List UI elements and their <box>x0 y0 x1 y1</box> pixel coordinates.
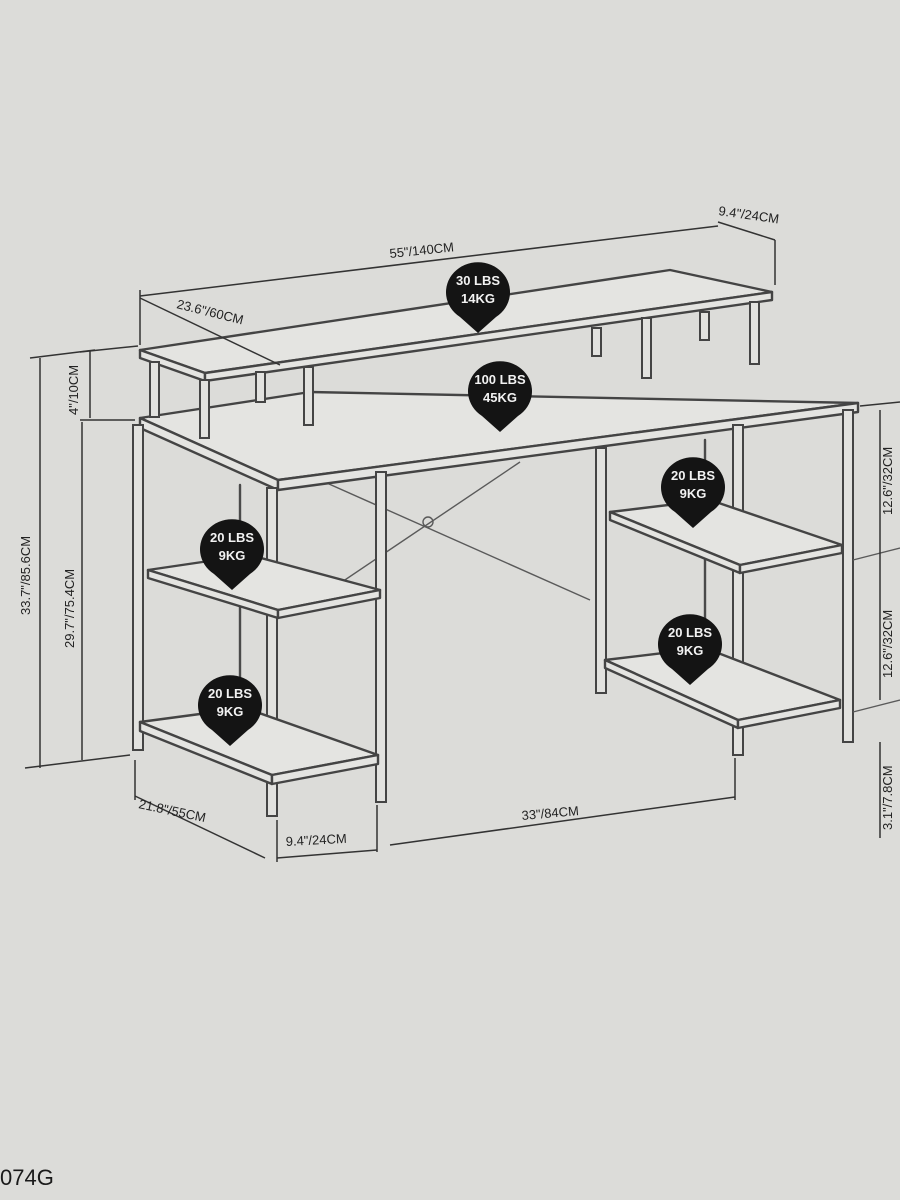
weight-badge-desktop: 100 LBS 45KG <box>468 361 532 432</box>
weight-badge-icon <box>661 457 725 528</box>
total-width-label: 55"/140CM <box>389 239 455 261</box>
monitor-depth-label: 9.4"/24CM <box>718 203 780 226</box>
right-lower-shelf-label: 12.6"/32CM <box>880 610 895 678</box>
weight-badge-icon <box>446 262 510 333</box>
weight-badge-left-upper: 20 LBS 9KG <box>200 519 264 590</box>
weight-badge-lbs: 30 LBS <box>456 273 500 288</box>
weight-badge-lbs: 100 LBS <box>474 372 526 387</box>
dimension-lines <box>24 221 900 862</box>
model-code: 074G <box>0 1165 54 1190</box>
total-height-label: 33.7"/85.6CM <box>18 536 33 615</box>
legroom-width-label: 33"/84CM <box>521 803 579 823</box>
right-upper-shelf-label: 12.6"/32CM <box>880 447 895 515</box>
weight-badge-kg: 14KG <box>461 291 495 306</box>
weight-badge-icon <box>468 361 532 432</box>
left-shelf-width-label: 9.4"/24CM <box>285 831 347 849</box>
weight-badge-icon <box>198 675 262 746</box>
weight-badge-lbs: 20 LBS <box>210 530 254 545</box>
weight-badge-kg: 9KG <box>680 486 707 501</box>
weight-badge-kg: 9KG <box>677 643 704 658</box>
depth-label: 21.8"/55CM <box>137 796 207 825</box>
weight-badge-kg: 45KG <box>483 390 517 405</box>
desk-height-label: 29.7"/75.4CM <box>62 569 77 648</box>
weight-badge-lbs: 20 LBS <box>671 468 715 483</box>
weight-badge-right-upper: 20 LBS 9KG <box>661 457 725 528</box>
weight-badge-icon <box>658 614 722 685</box>
weight-badge-left-lower: 20 LBS 9KG <box>198 675 262 746</box>
riser-height-label: 4"/10CM <box>66 365 81 415</box>
weight-badge-icon <box>200 519 264 590</box>
shelf-width-label: 23.6"/60CM <box>175 296 245 327</box>
load-badges: 30 LBS 14KG 100 LBS 45KG 20 LBS 9KG 20 L… <box>198 262 725 746</box>
weight-badge-lbs: 20 LBS <box>208 686 252 701</box>
dimension-labels: 55"/140CM 9.4"/24CM 23.6"/60CM 4"/10CM 3… <box>18 203 895 849</box>
weight-badge-kg: 9KG <box>217 704 244 719</box>
weight-badge-right-lower: 20 LBS 9KG <box>658 614 722 685</box>
weight-badge-kg: 9KG <box>219 548 246 563</box>
weight-badge-monitor-shelf: 30 LBS 14KG <box>446 262 510 333</box>
bottom-clearance-label: 3.1"/7.8CM <box>880 765 895 830</box>
weight-badge-lbs: 20 LBS <box>668 625 712 640</box>
